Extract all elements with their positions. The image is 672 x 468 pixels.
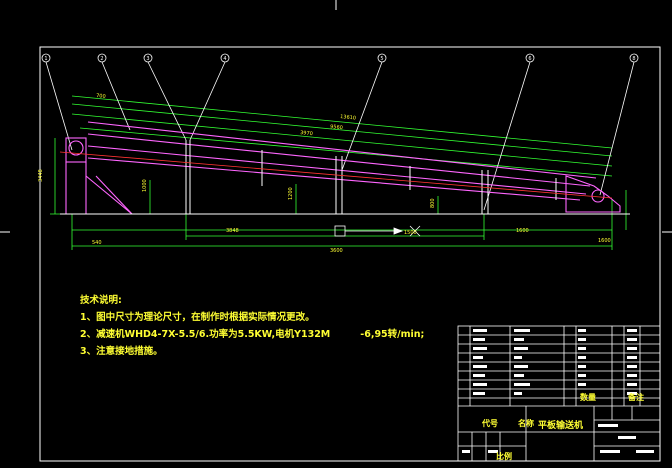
drawing-name: 平板输送机 <box>538 421 584 431</box>
leader-lines <box>45 61 635 211</box>
dim-bottom-right: 1600 <box>516 228 529 234</box>
note-2-speed: -6,95转/min; <box>360 329 425 340</box>
technical-notes: 技术说明: 1、图中尺寸为理论尺寸，在制作时根据实际情况更改。 2、减速机WHD… <box>80 292 424 360</box>
section-marker <box>334 225 421 237</box>
dim-mid-a: 1200 <box>288 187 294 200</box>
dim-bottom-left: 540 <box>92 240 102 246</box>
balloon-8: 8 <box>632 56 635 62</box>
dim-top-c: 3970 <box>300 130 313 137</box>
centerline <box>59 151 613 199</box>
dim-right-height: 1600 <box>598 238 611 244</box>
dim-top-b: 9560 <box>330 124 343 131</box>
balloon-5: 5 <box>380 56 383 62</box>
note-2: 2、减速机WHD4-7X-5.5/6.功率为5.5KW,电机Y132M -6,95… <box>80 326 424 343</box>
note-1: 1、图中尺寸为理论尺寸，在制作时根据实际情况更改。 <box>80 312 315 323</box>
balloon-4: 4 <box>223 56 226 62</box>
scale-label: 比例 <box>496 452 512 461</box>
dim-left-small: 1000 <box>142 179 148 192</box>
dimension-texts: 13610 700 9560 3970 540 3848 1600 3600 1… <box>38 93 611 254</box>
balloon-3: 3 <box>146 56 149 62</box>
col-code-label: 代号 <box>482 419 498 428</box>
note-2-text: 2、减速机WHD4-7X-5.5/6.功率为5.5KW,电机Y132M <box>80 329 331 340</box>
dimension-lines <box>50 95 627 250</box>
note-3: 3、注意接地措施。 <box>80 346 163 357</box>
parts-list-cells <box>462 329 654 453</box>
notes-heading: 技术说明: <box>80 295 122 306</box>
col-note-label: 备注 <box>628 393 644 402</box>
dim-mid-b: 800 <box>430 198 436 208</box>
part-balloon-numbers: 1 2 3 4 5 6 8 <box>44 56 635 62</box>
support-legs <box>60 140 630 215</box>
balloon-6: 6 <box>528 56 531 62</box>
parts-list-table <box>457 325 661 462</box>
dim-left-height: 3448 <box>38 169 44 182</box>
conveyor-structure <box>65 121 621 215</box>
dim-bottom-overall: 3600 <box>330 248 343 254</box>
balloon-2: 2 <box>100 56 103 62</box>
dim-top-overall: 13610 <box>340 114 356 121</box>
part-balloons <box>41 53 639 63</box>
balloon-1: 1 <box>44 56 47 62</box>
dim-top-a: 700 <box>96 93 106 100</box>
col-name-label: 名称 <box>518 419 534 428</box>
dim-bottom-mid: 3848 <box>226 228 239 234</box>
col-qty-label: 数量 <box>580 393 596 402</box>
dim-section-mark: 1500 <box>404 230 417 236</box>
sheet-border <box>39 46 661 462</box>
